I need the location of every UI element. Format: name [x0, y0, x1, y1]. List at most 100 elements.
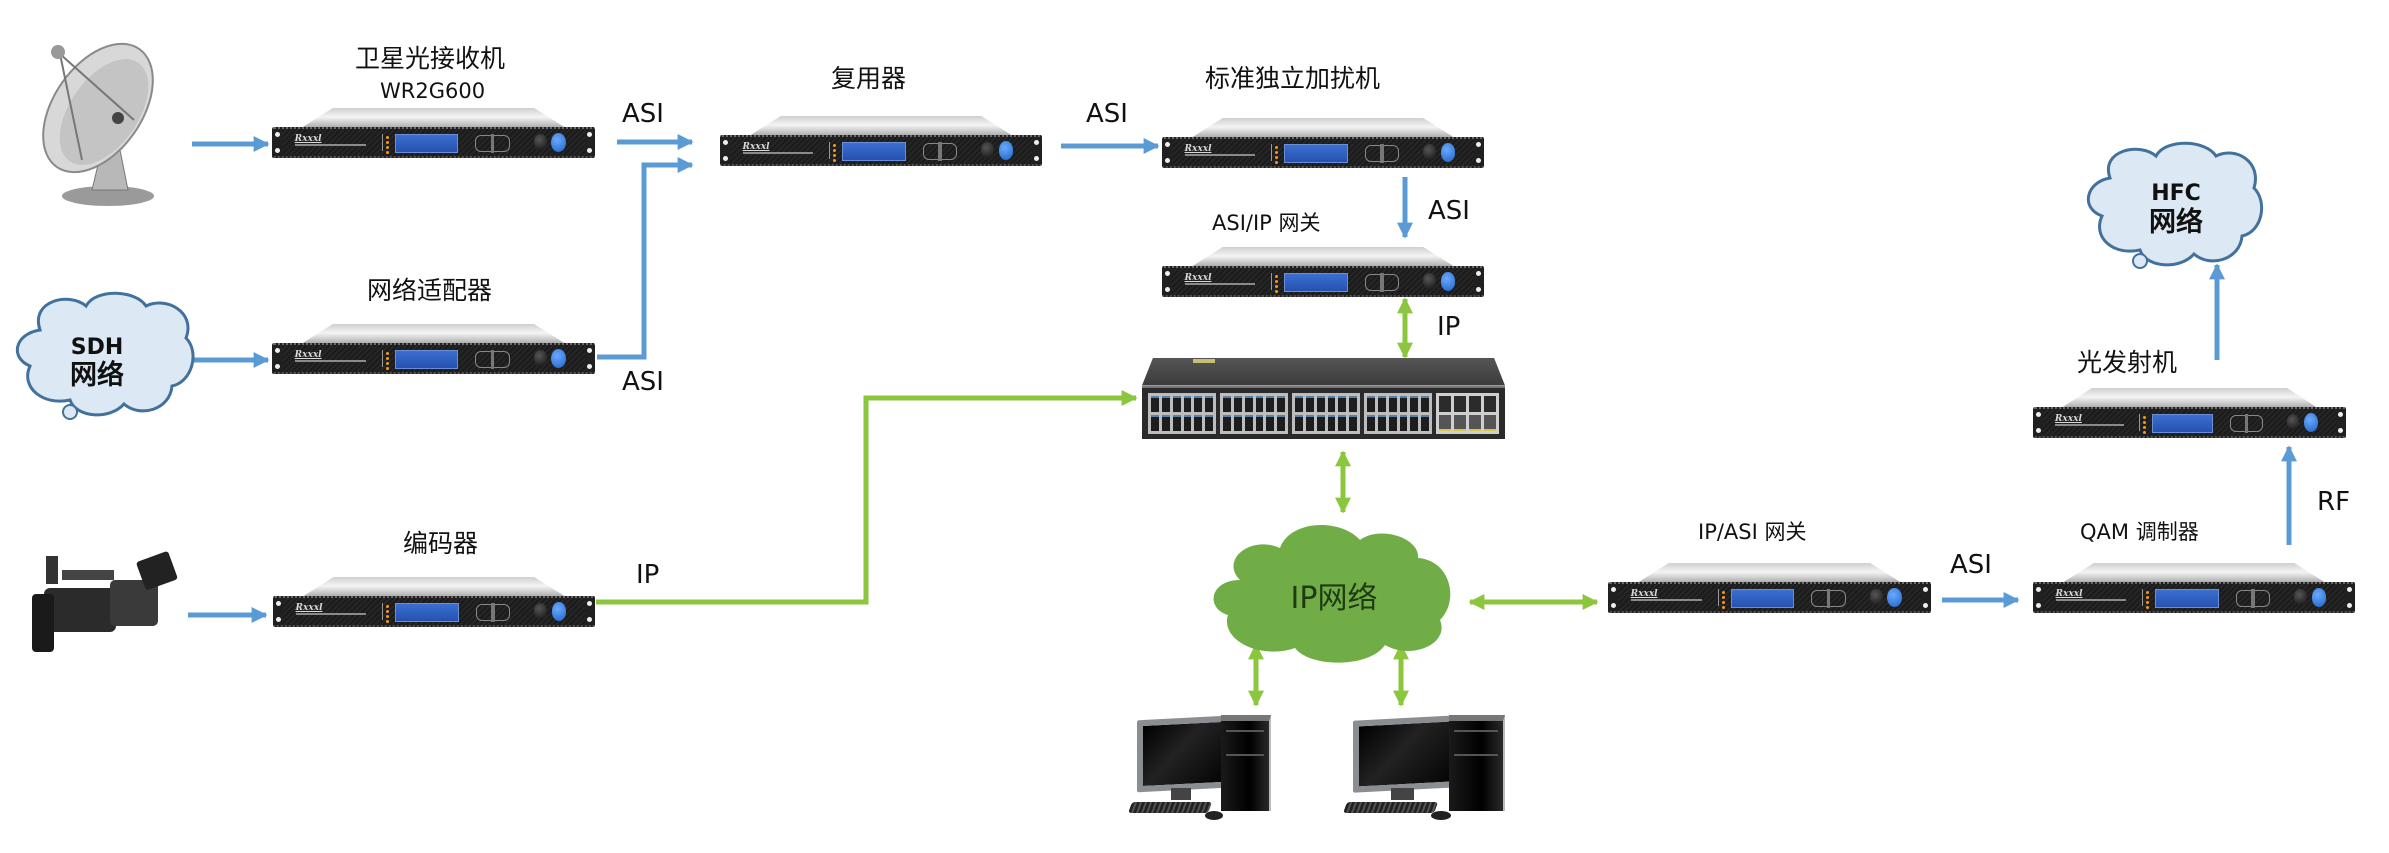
ethernet-port — [1205, 414, 1213, 431]
ethernet-port — [1266, 395, 1275, 412]
satellite-receiver-device: Rxxxl — [272, 108, 595, 158]
pc-tower-icon — [1448, 715, 1506, 812]
client-pc-1 — [1127, 713, 1275, 827]
ethernet-port — [1151, 414, 1159, 431]
ethernet-port — [1151, 395, 1159, 412]
ethernet-port — [1244, 414, 1253, 431]
sfp-port — [1484, 414, 1496, 431]
satellite-dish-icon — [42, 42, 154, 206]
ethernet-port — [1367, 395, 1375, 412]
ethernet-port — [1172, 414, 1181, 431]
ethernet-port — [1277, 395, 1285, 412]
optical-transmitter-device: Rxxxl — [2033, 388, 2346, 438]
knob-blue — [551, 132, 567, 152]
ethernet-port — [1223, 414, 1231, 431]
ip-asi-gateway-label: IP/ASI 网关 — [1698, 520, 1807, 544]
sdh-network-cloud: SDH 网络 — [15, 291, 195, 420]
ethernet-port — [1305, 395, 1314, 412]
qam-modulator-label: QAM 调制器 — [2080, 520, 2199, 544]
monitor-icon — [1137, 715, 1228, 792]
link-label-receiver-mux: ASI — [622, 99, 664, 129]
keyboard-icon — [1127, 801, 1212, 814]
ethernet-port — [1233, 414, 1242, 431]
ethernet-port — [1316, 414, 1325, 431]
ethernet-port — [1295, 414, 1303, 431]
ip-network-cloud: IP网络 — [1213, 525, 1451, 663]
ethernet-port — [1266, 414, 1275, 431]
ip-cloud-label: IP网络 — [1291, 581, 1378, 616]
link-label-qam-transmitter: RF — [2317, 487, 2351, 517]
sfp-port — [1454, 414, 1466, 431]
ethernet-port — [1410, 414, 1419, 431]
ethernet-port — [1338, 414, 1347, 431]
switch-port-group — [1220, 392, 1288, 434]
keypad — [475, 134, 510, 153]
ethernet-port — [1377, 395, 1386, 412]
ethernet-port — [1255, 395, 1264, 412]
ethernet-port — [1367, 414, 1375, 431]
qam-modulator-device: Rxxxl — [2033, 563, 2355, 613]
link-label-gateway-qam: ASI — [1950, 550, 1992, 580]
encoder-device: Rxxxl — [273, 577, 595, 627]
ethernet-port — [1233, 395, 1242, 412]
ethernet-port — [1377, 414, 1386, 431]
hfc-cloud-line2: 网络 — [2149, 206, 2203, 238]
ethernet-port — [1410, 395, 1419, 412]
client-pc-2 — [1342, 713, 1510, 827]
uplink-port — [1469, 395, 1481, 412]
switch-port-group — [1148, 392, 1216, 434]
sdh-cloud-line2: 网络 — [70, 359, 124, 391]
ethernet-port — [1349, 414, 1357, 431]
asi-ip-gateway-label: ASI/IP 网关 — [1212, 211, 1321, 235]
ethernet-port — [1349, 395, 1357, 412]
sfp-port — [1439, 414, 1451, 431]
ethernet-port — [1194, 414, 1203, 431]
satellite-receiver-model: WR2G600 — [380, 79, 486, 103]
ethernet-port — [1305, 414, 1314, 431]
ethernet-port — [1338, 395, 1347, 412]
switch-port-group — [1364, 392, 1432, 434]
ethernet-port — [1277, 414, 1285, 431]
ethernet-port — [1183, 414, 1192, 431]
ethernet-port — [1388, 395, 1397, 412]
switch-uplink-ports — [1436, 392, 1499, 434]
arrow-encoder-to-switch — [596, 389, 1138, 605]
link-label-adapter-mux: ASI — [622, 367, 664, 397]
ethernet-port — [1295, 395, 1303, 412]
ethernet-port — [1421, 414, 1429, 431]
network-switch-device — [1142, 358, 1505, 439]
ethernet-port — [1205, 395, 1213, 412]
ethernet-port — [1255, 414, 1264, 431]
uplink-port — [1484, 395, 1496, 412]
keyboard-icon — [1342, 801, 1438, 814]
link-label-encoder-switch: IP — [636, 560, 660, 590]
scrambler-label: 标准独立加扰机 — [1205, 64, 1381, 93]
ethernet-port — [1421, 395, 1429, 412]
ethernet-port — [1172, 395, 1181, 412]
encoder-label: 编码器 — [403, 529, 479, 558]
hfc-network-cloud: HFC 网络 — [2086, 141, 2264, 269]
ethernet-port — [1388, 414, 1397, 431]
lcd-screen — [394, 133, 459, 153]
multiplexer-label: 复用器 — [831, 64, 907, 93]
ethernet-port — [1194, 395, 1203, 412]
optical-transmitter-label: 光发射机 — [2077, 348, 2178, 377]
pc-tower-icon — [1221, 715, 1271, 812]
ethernet-port — [1327, 395, 1336, 412]
ethernet-port — [1223, 395, 1231, 412]
sdh-cloud-line1: SDH — [71, 335, 124, 360]
uplink-port — [1454, 395, 1466, 412]
scrambler-device: Rxxxl — [1162, 118, 1484, 168]
link-label-scrambler-gateway: ASI — [1428, 196, 1470, 226]
knob — [533, 134, 547, 151]
network-adapter-device: Rxxxl — [272, 324, 595, 374]
arrow-adapter-to-mux — [597, 156, 694, 360]
switch-port-group — [1292, 392, 1360, 434]
ethernet-port — [1161, 395, 1170, 412]
ethernet-port — [1399, 414, 1408, 431]
ethernet-port — [1161, 414, 1170, 431]
asi-ip-gateway-device: Rxxxl — [1162, 247, 1484, 297]
ethernet-port — [1316, 395, 1325, 412]
